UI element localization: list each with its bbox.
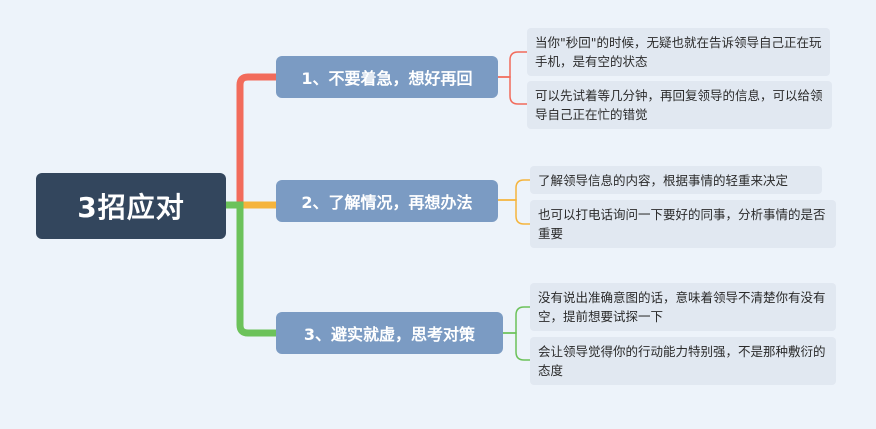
leaf-node-3-2[interactable]: 会让领导觉得你的行动能力特别强，不是那种敷衍的态度 bbox=[530, 337, 836, 385]
connector-branch-1-leaf-2 bbox=[498, 76, 527, 105]
root-node[interactable]: 3招应对 bbox=[36, 173, 226, 239]
branch-node-1[interactable]: 1、不要着急，想好再回 bbox=[276, 56, 498, 98]
leaf-node-2-1[interactable]: 了解领导信息的内容，根据事情的轻重来决定 bbox=[530, 166, 822, 194]
connector-branch-1-leaf-1 bbox=[498, 51, 527, 78]
leaf-node-3-1[interactable]: 没有说出准确意图的话，意味着领导不清楚你有没有空，提前想要试探一下 bbox=[530, 283, 836, 331]
leaf-node-1-2[interactable]: 可以先试着等几分钟，再回复领导的信息，可以给领导自己正在忙的错觉 bbox=[527, 81, 832, 129]
connector-branch-2-leaf-1 bbox=[498, 179, 530, 201]
connector-branch-3-leaf-2 bbox=[503, 332, 530, 361]
connector-branch-3-leaf-1 bbox=[503, 306, 530, 334]
branch-node-3[interactable]: 3、避实就虚，思考对策 bbox=[276, 312, 503, 354]
connector-branch-2-leaf-2 bbox=[498, 199, 530, 225]
connector-root-branch-1 bbox=[222, 73, 280, 209]
leaf-node-1-1[interactable]: 当你"秒回"的时候，无疑也就在告诉领导自己正在玩手机，是有空的状态 bbox=[527, 28, 830, 76]
connector-root-branch-3 bbox=[222, 201, 280, 337]
branch-node-2[interactable]: 2、了解情况，再想办法 bbox=[276, 180, 498, 222]
leaf-node-2-2[interactable]: 也可以打电话询问一下要好的同事，分析事情的是否重要 bbox=[530, 200, 836, 248]
